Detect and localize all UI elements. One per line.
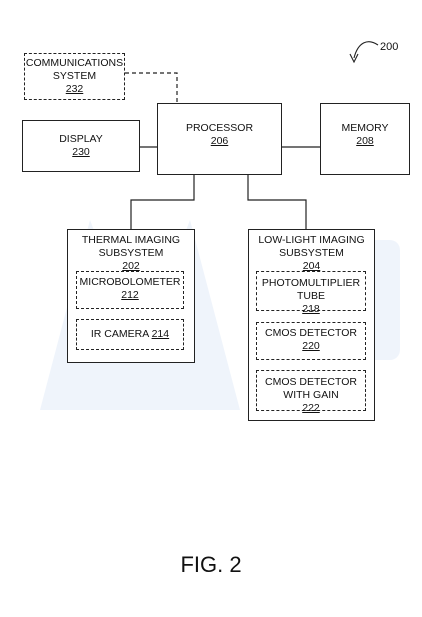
cmos-gain-label: CMOS DETECTOR WITH GAIN bbox=[265, 376, 357, 401]
microbolometer-box: MICROBOLOMETER 212 bbox=[76, 271, 184, 309]
ir-camera-box: IR CAMERA 214 bbox=[76, 319, 184, 350]
thermal-label: THERMAL IMAGING SUBSYSTEM bbox=[81, 234, 181, 259]
communications-system-box: COMMUNICATIONS SYSTEM 232 bbox=[24, 53, 125, 100]
ir-camera-ref: 214 bbox=[151, 328, 170, 340]
thermal-ref: 202 bbox=[122, 260, 140, 272]
cmos-label: CMOS DETECTOR bbox=[265, 327, 357, 339]
processor-label: PROCESSOR bbox=[185, 122, 254, 134]
photomultiplier-tube-box: PHOTOMULTIPLIER TUBE 218 bbox=[256, 271, 366, 315]
display-box: DISPLAY 230 bbox=[22, 120, 140, 172]
microbolometer-ref: 212 bbox=[121, 289, 139, 301]
pmt-ref: 218 bbox=[302, 303, 320, 315]
microbolometer-label: MICROBOLOMETER bbox=[79, 276, 181, 288]
display-label: DISPLAY bbox=[59, 133, 103, 145]
processor-box: PROCESSOR 206 bbox=[157, 103, 282, 175]
lowlight-ref: 204 bbox=[302, 260, 321, 272]
lowlight-label: LOW-LIGHT IMAGING SUBSYSTEM bbox=[258, 234, 365, 259]
ir-camera-label: IR CAMERA bbox=[90, 328, 149, 340]
figure-label: FIG. 2 bbox=[180, 552, 242, 577]
communications-label: COMMUNICATIONS SYSTEM bbox=[25, 57, 124, 82]
memory-box: MEMORY 208 bbox=[320, 103, 410, 175]
communications-ref: 232 bbox=[65, 83, 84, 95]
cmos-detector-box: CMOS DETECTOR 220 bbox=[256, 322, 366, 360]
cmos-detector-with-gain-box: CMOS DETECTOR WITH GAIN 222 bbox=[256, 370, 366, 414]
figure-reference-number: 200 bbox=[380, 41, 399, 53]
cmos-gain-ref: 222 bbox=[302, 402, 320, 414]
cmos-ref: 220 bbox=[302, 340, 320, 352]
memory-ref: 208 bbox=[356, 135, 374, 147]
display-ref: 230 bbox=[72, 146, 90, 158]
processor-ref: 206 bbox=[210, 135, 229, 147]
pmt-label: PHOTOMULTIPLIER TUBE bbox=[261, 277, 361, 302]
memory-label: MEMORY bbox=[341, 122, 389, 134]
